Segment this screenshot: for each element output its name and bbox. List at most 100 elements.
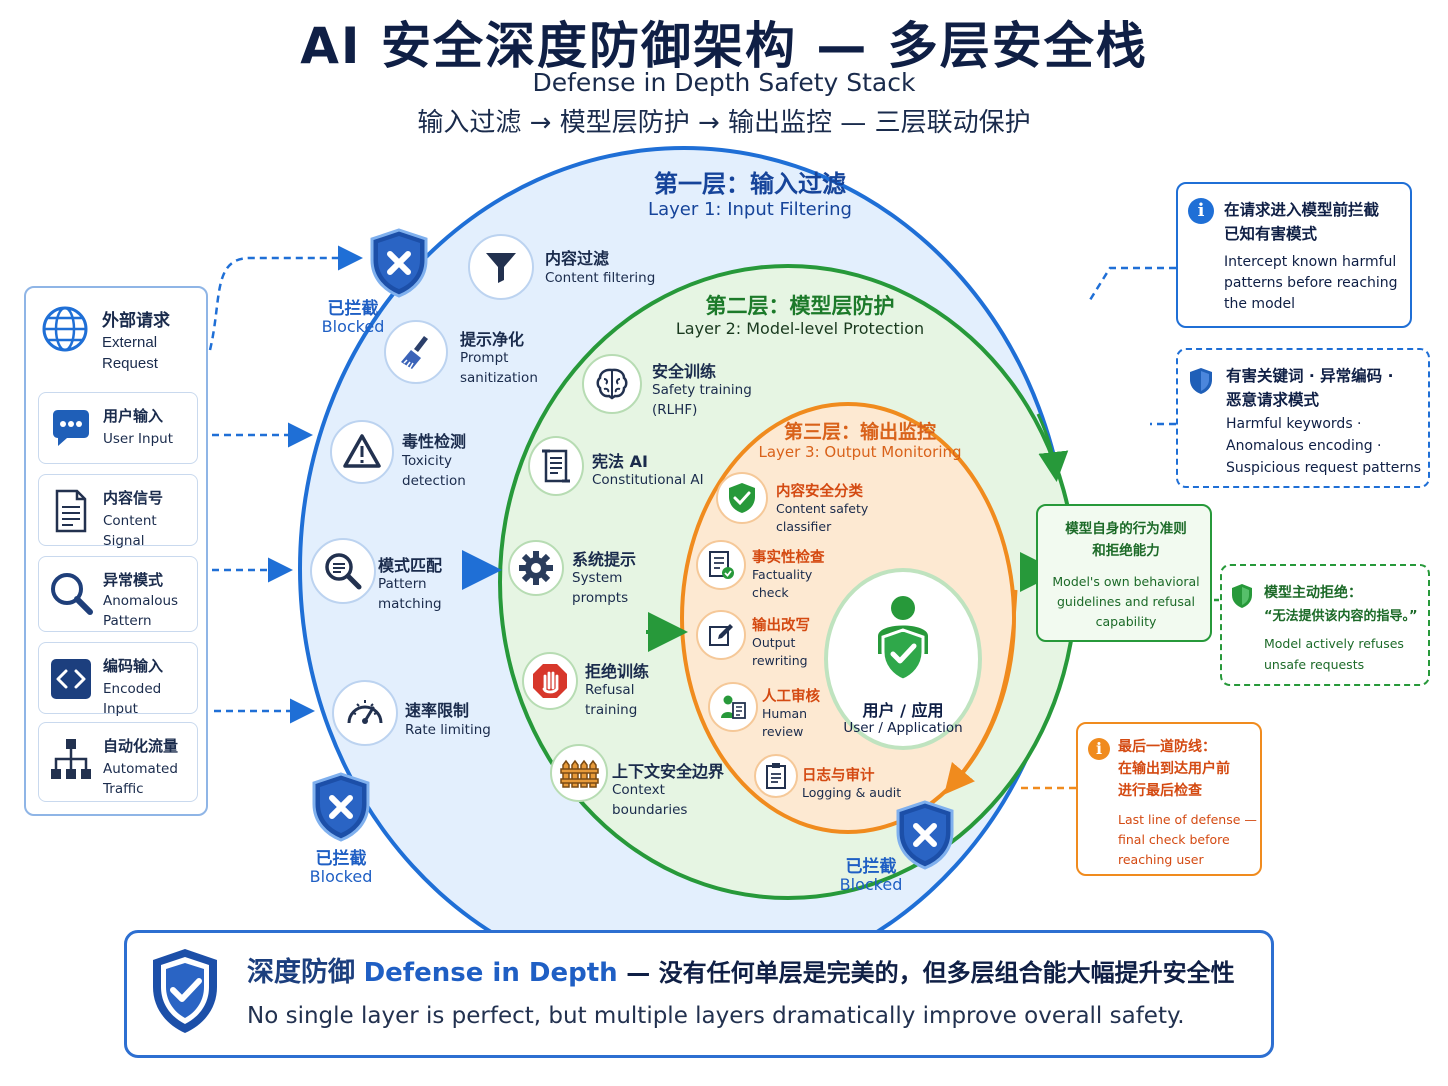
last-line-zh2: 在输出到达用户前: [1118, 761, 1230, 777]
toxicity-detection-en1: Toxicity: [402, 453, 452, 469]
blocked-label-bottom: 已拦截: [845, 857, 897, 877]
human-review-label: 人工审核: [762, 689, 820, 705]
info-icon: i: [1088, 738, 1110, 760]
layer3-title: 第三层：输出监控: [783, 421, 936, 443]
model-refuse-box: 模型主动拒绝： “无法提供该内容的指导。” Model actively ref…: [1220, 564, 1430, 686]
search-icon: [47, 569, 95, 617]
left-item-label: 用户输入: [103, 407, 164, 425]
shield-icon: [1188, 366, 1214, 396]
model-behavior-box: 模型自身的行为准则 和拒绝能力 Model's own behavioral g…: [1036, 504, 1212, 642]
layer2-title: 第二层：模型层防护: [705, 294, 895, 318]
last-line-zh3: 进行最后检查: [1118, 783, 1202, 799]
shield-check-icon: [716, 472, 768, 524]
refuse-en1: Model actively refuses: [1264, 636, 1404, 651]
patterns-en3: Suspicious request patterns: [1226, 460, 1422, 476]
layer3-subtitle: Layer 3: Output Monitoring: [758, 443, 962, 461]
rate-limiting-en: Rate limiting: [405, 722, 491, 738]
pattern-matching-label: 模式匹配: [378, 556, 443, 575]
network-icon: [47, 735, 95, 783]
info-icon: i: [1188, 198, 1214, 224]
logging-audit-label: 日志与审计: [802, 768, 875, 784]
external-request-en2: Request: [102, 355, 158, 372]
banner-title-rest: — 没有任何单层是完美的，但多层组合能大幅提升安全性: [626, 959, 1235, 987]
left-item-content-signal: 内容信号 Content Signal: [38, 474, 198, 549]
patterns-en1: Harmful keywords ·: [1226, 416, 1362, 432]
blocked-label-top-en: Blocked: [321, 317, 385, 336]
human-review-en1: Human: [762, 706, 808, 721]
blocked-shield-icon: [368, 228, 430, 298]
banner-body: No single layer is perfect, but multiple…: [247, 1003, 1185, 1029]
last-line-en1: Last line of defense —: [1118, 812, 1257, 827]
left-item-en2: Pattern: [103, 613, 152, 629]
globe-icon: [40, 304, 90, 354]
left-item-user-input: 用户输入 User Input: [38, 392, 198, 464]
code-icon: [47, 655, 95, 703]
blocked-shield-icon: [310, 772, 372, 842]
model-self-zh2: 和拒绝能力: [1092, 543, 1160, 559]
safety-training-en2: (RLHF): [652, 402, 698, 418]
content-safety-en2: classifier: [776, 519, 832, 534]
scroll-icon: [528, 436, 584, 496]
defense-in-depth-banner: 深度防御 Defense in Depth — 没有任何单层是完美的，但多层组合…: [124, 930, 1274, 1058]
output-rewriting-label: 输出改写: [752, 618, 810, 634]
content-safety-label: 内容安全分类: [776, 484, 863, 500]
external-request-panel: 外部请求 External Request 用户输入 User Input 内容…: [24, 286, 208, 816]
stop-hand-icon: [522, 652, 578, 710]
left-item-anomalous-pattern: 异常模式 Anomalous Pattern: [38, 556, 198, 632]
intercept-zh1: 在请求进入模型前拦截: [1224, 201, 1380, 219]
context-boundaries-label: 上下文安全边界: [612, 762, 725, 781]
speedometer-icon: [332, 680, 398, 746]
left-item-automated-traffic: 自动化流量 Automated Traffic: [38, 722, 198, 802]
system-prompts-en1: System: [572, 570, 623, 586]
layer1-title: 第一层：输入过滤: [654, 170, 846, 198]
refuse-zh2: “无法提供该内容的指导。”: [1264, 609, 1418, 624]
rate-limiting-label: 速率限制: [405, 701, 470, 720]
left-item-encoded-input: 编码输入 Encoded Input: [38, 642, 198, 717]
gear-icon: [508, 540, 564, 596]
output-rewriting-en2: rewriting: [752, 653, 808, 668]
patterns-en2: Anomalous encoding ·: [1226, 438, 1382, 454]
layer2-subtitle: Layer 2: Model-level Protection: [675, 319, 925, 338]
shield-icon: [1230, 582, 1254, 610]
left-item-en: User Input: [103, 431, 174, 447]
constitutional-ai-label: 宪法 AI: [592, 452, 648, 471]
broom-icon: [384, 320, 448, 384]
safety-training-en1: Safety training: [652, 382, 752, 398]
last-line-en2: final check before: [1118, 832, 1230, 847]
refuse-en2: unsafe requests: [1264, 657, 1365, 672]
left-item-label: 编码输入: [103, 657, 164, 675]
blocked-label-left-en: Blocked: [309, 867, 373, 886]
intercept-en1: Intercept known harmful: [1224, 254, 1397, 270]
model-self-zh1: 模型自身的行为准则: [1065, 521, 1187, 537]
patterns-zh2: 恶意请求模式: [1226, 391, 1320, 409]
last-line-box: i 最后一道防线： 在输出到达用户前 进行最后检查 Last line of d…: [1076, 722, 1262, 876]
left-item-label: 异常模式: [103, 571, 164, 589]
pattern-matching-en1: Pattern: [378, 576, 427, 592]
intercept-en3: the model: [1224, 296, 1296, 312]
content-filtering-en: Content filtering: [545, 270, 656, 286]
left-item-en1: Anomalous: [103, 593, 179, 609]
safety-training-label: 安全训练: [652, 362, 717, 381]
magnifier-icon: [310, 538, 376, 604]
model-self-en2: guidelines and refusal: [1056, 594, 1195, 609]
left-item-label: 内容信号: [103, 489, 164, 507]
core-label: 用户 / 应用: [862, 701, 944, 720]
refusal-training-en1: Refusal: [585, 682, 635, 698]
chat-bubble-icon: [47, 405, 95, 453]
intercept-en2: patterns before reaching: [1224, 275, 1398, 291]
prompt-sanitization-en2: sanitization: [460, 370, 538, 386]
factuality-en1: Factuality: [752, 567, 813, 582]
blocked-label-left: 已拦截: [315, 849, 367, 869]
intercept-note-box: i 在请求进入模型前拦截 已知有害模式 Intercept known harm…: [1176, 182, 1412, 328]
context-boundaries-en2: boundaries: [612, 802, 688, 818]
clipboard-icon: [754, 754, 798, 798]
factuality-label: 事实性检查: [752, 550, 825, 566]
blocked-shield-icon: [894, 800, 956, 870]
edit-icon: [696, 610, 746, 660]
model-self-en3: capability: [1095, 614, 1157, 629]
pattern-matching-en2: matching: [378, 596, 442, 612]
flow-summary: 输入过滤 → 模型层防护 → 输出监控 — 三层联动保护: [417, 108, 1031, 138]
factuality-en2: check: [752, 585, 789, 600]
left-item-en: Content Signal: [103, 513, 157, 549]
